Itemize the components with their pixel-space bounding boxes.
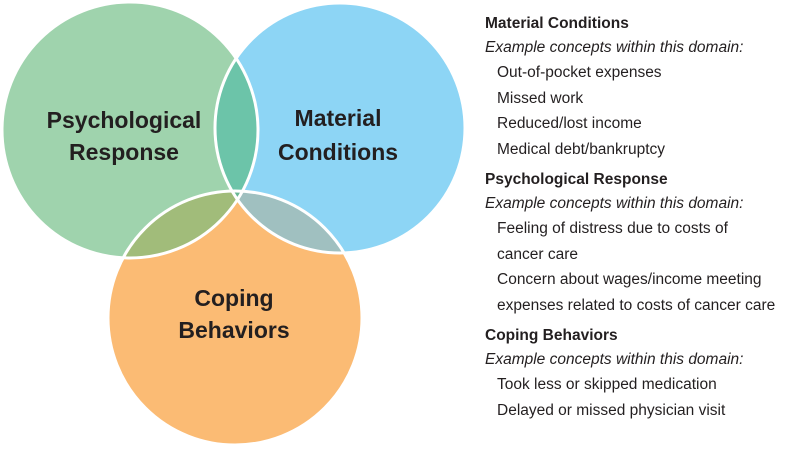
legend-subtitle: Example concepts within this domain: bbox=[485, 351, 744, 368]
legend-item: Feeling of distress due to costs of canc… bbox=[497, 220, 728, 263]
legend-psychological: Psychological Response Example concepts … bbox=[485, 168, 800, 318]
legend-subtitle: Example concepts within this domain: bbox=[485, 195, 744, 212]
legend-item: Concern about wages/income meeting expen… bbox=[497, 271, 776, 314]
legend-material: Material Conditions Example concepts wit… bbox=[485, 12, 800, 162]
legend-item: Medical debt/bankruptcy bbox=[497, 140, 666, 158]
material-conditions-circle bbox=[215, 3, 465, 253]
legend-subtitle: Example concepts within this domain: bbox=[485, 39, 744, 56]
legend-item: Out-of-pocket expenses bbox=[497, 64, 662, 81]
legend-title: Psychological Response bbox=[485, 171, 668, 188]
legend-title: Material Conditions bbox=[485, 15, 629, 32]
legend-panel: Material Conditions Example concepts wit… bbox=[485, 12, 800, 429]
legend-coping: Coping Behaviors Example concepts within… bbox=[485, 324, 800, 423]
legend-item: Reduced/lost income bbox=[497, 115, 642, 132]
coping-behaviors-circle bbox=[108, 191, 362, 445]
legend-item: Delayed or missed physician visit bbox=[497, 401, 726, 419]
legend-item: Missed work bbox=[497, 89, 584, 107]
legend-item: Took less or skipped medication bbox=[497, 376, 717, 393]
psychological-response-circle bbox=[2, 2, 258, 258]
legend-title: Coping Behaviors bbox=[485, 327, 618, 344]
